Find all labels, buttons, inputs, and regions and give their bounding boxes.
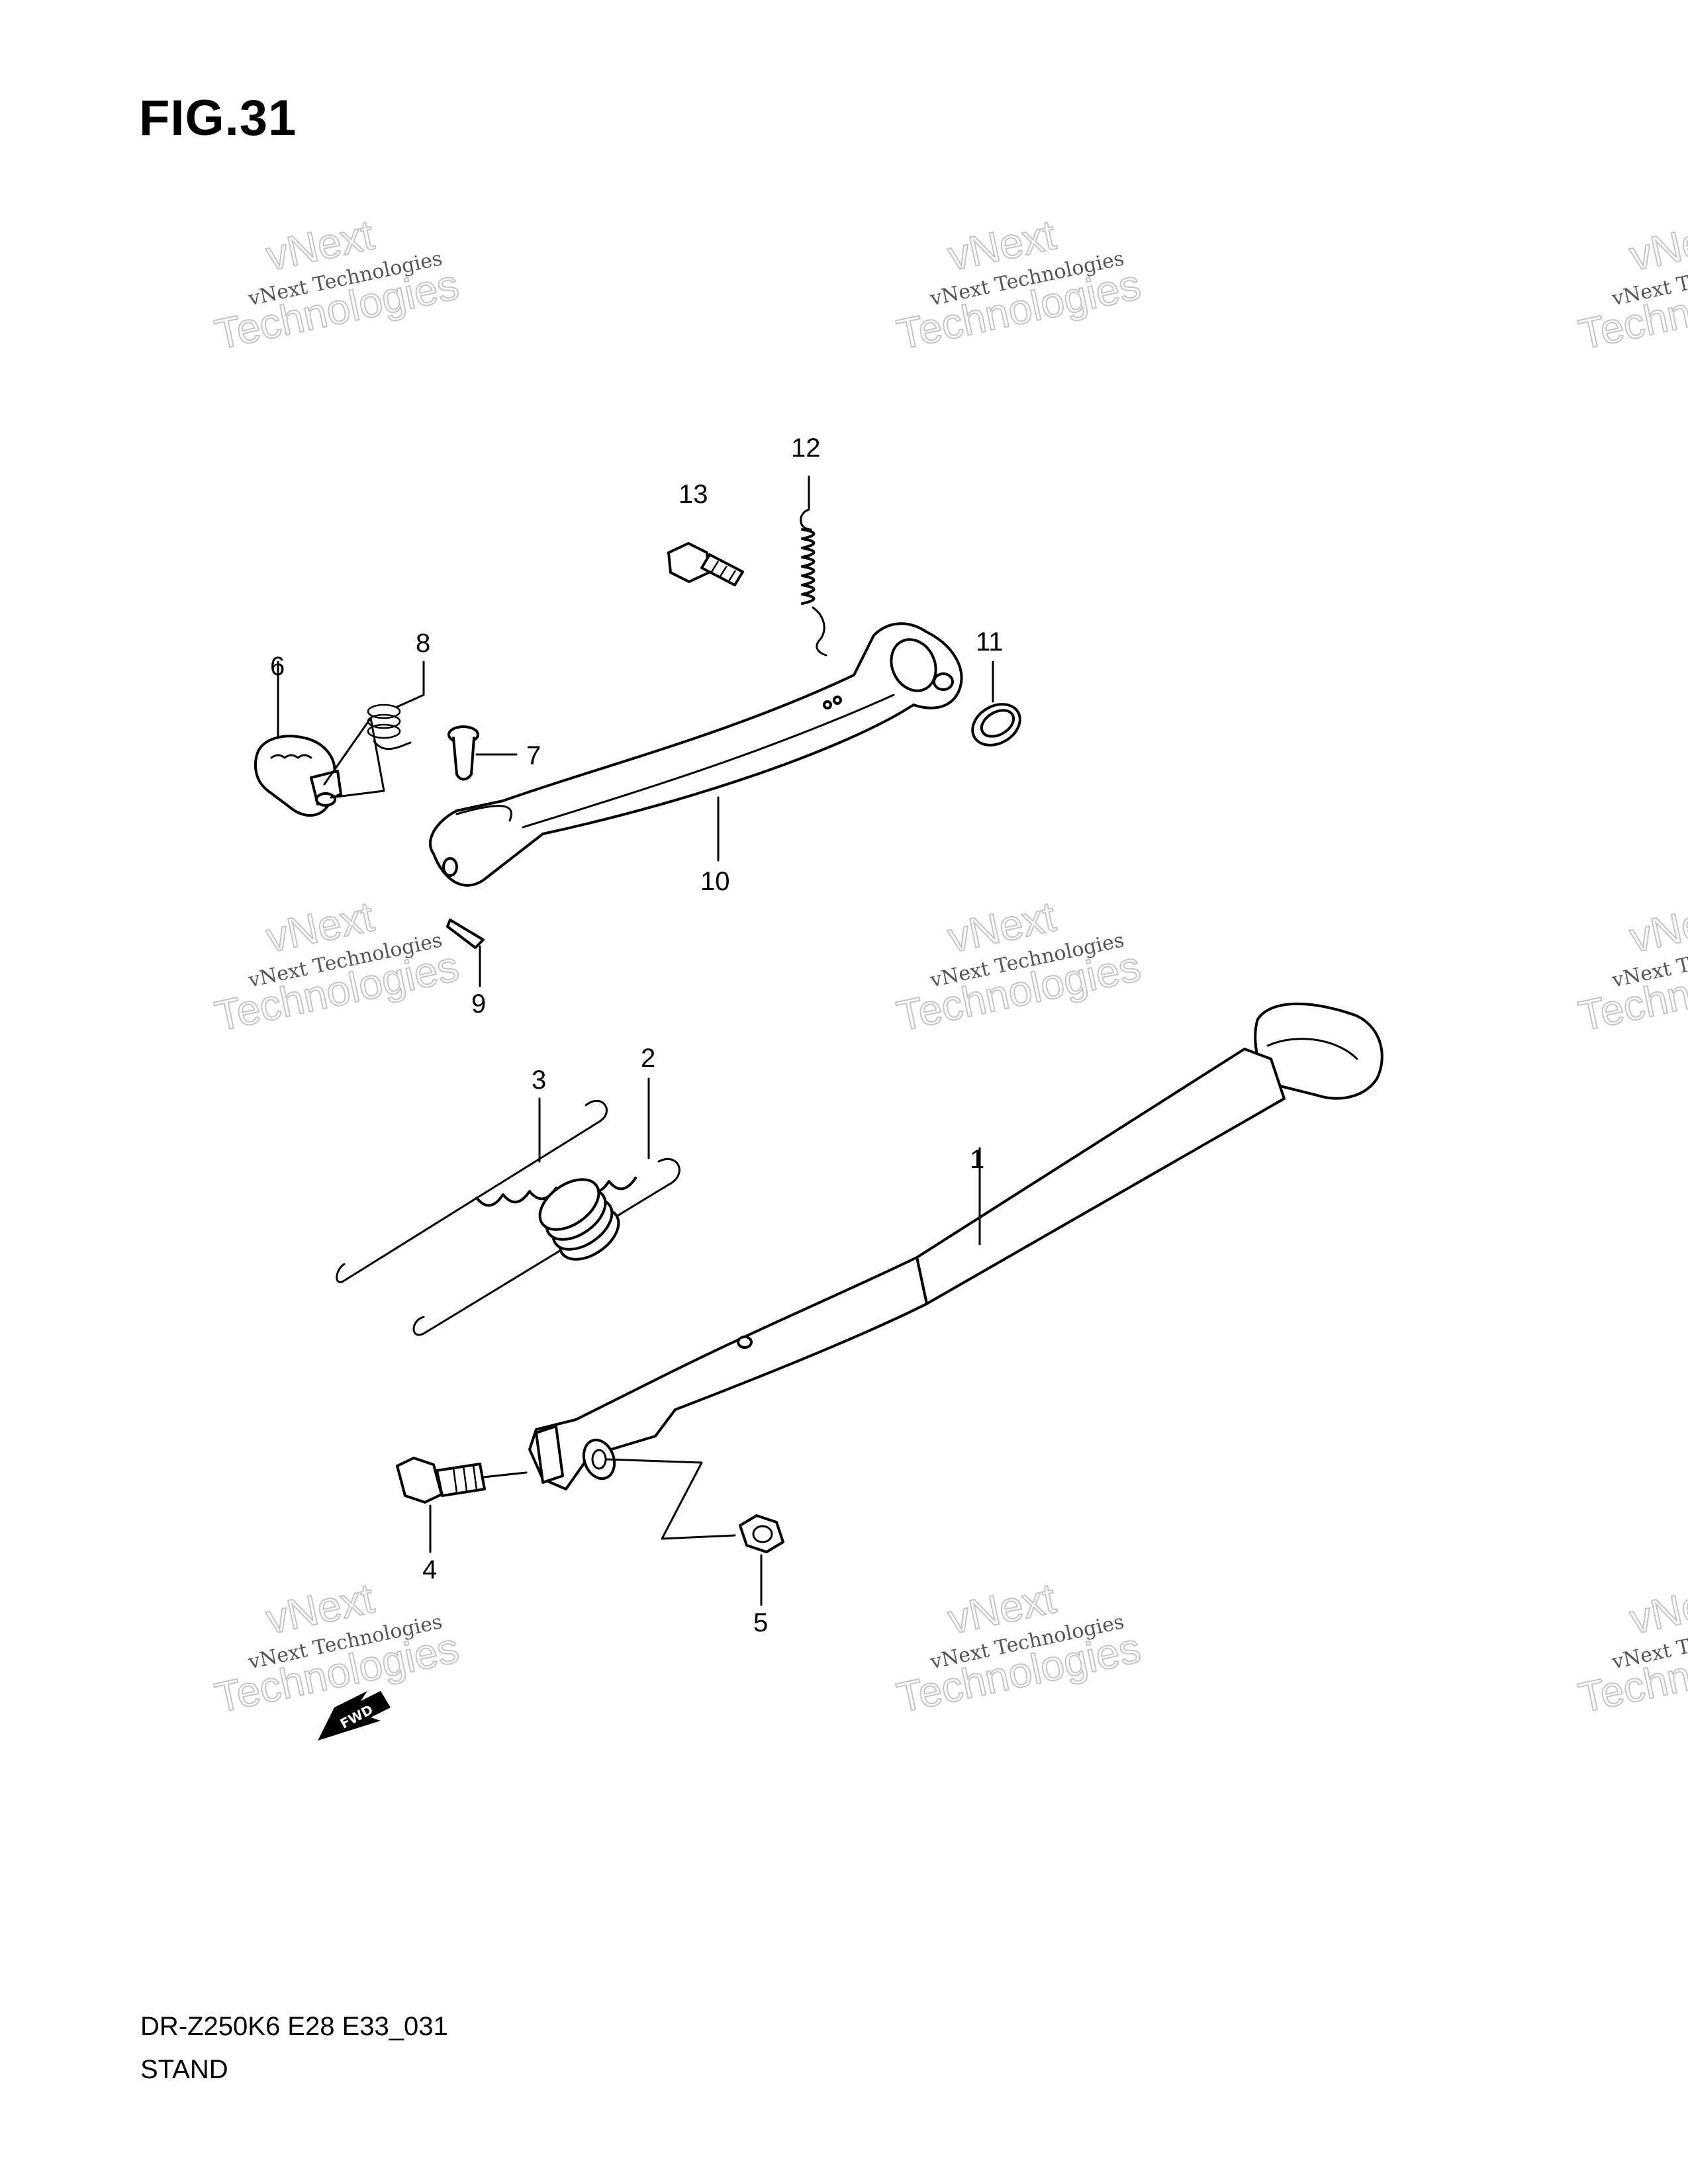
callout-12: 12	[791, 433, 821, 463]
callout-8: 8	[416, 629, 430, 658]
leader-6-8	[323, 717, 385, 799]
callout-9: 9	[471, 989, 486, 1019]
callout-3: 3	[532, 1066, 546, 1095]
callout-10: 10	[700, 867, 730, 896]
part-10-bracket[interactable]	[429, 622, 963, 887]
callout-2: 2	[641, 1044, 655, 1073]
part-1-side-stand[interactable]	[528, 1002, 1383, 1490]
part-12-spring[interactable]	[800, 475, 827, 657]
part-8-spring[interactable]	[367, 660, 425, 751]
watermark-big-top: vNext	[1626, 892, 1688, 961]
model-code: DR-Z250K6 E28 E33_031	[140, 2012, 448, 2041]
callout-5: 5	[753, 1608, 768, 1637]
watermark-big-top: vNext	[1626, 210, 1688, 279]
part-2-spring[interactable]	[412, 1077, 680, 1336]
watermark-big-top: vNext	[1626, 1574, 1688, 1643]
callout-6: 6	[270, 652, 285, 681]
part-11-washer[interactable]	[965, 660, 1027, 753]
part-7-pin[interactable]	[447, 725, 518, 781]
figure-title: FIG.31	[139, 90, 297, 146]
part-9-cotter-pin[interactable]	[446, 919, 485, 987]
callout-4: 4	[422, 1555, 437, 1584]
callout-1: 1	[970, 1145, 984, 1174]
callout-7: 7	[526, 741, 541, 770]
section-name: STAND	[140, 2055, 228, 2084]
callout-11: 11	[976, 627, 1004, 657]
callout-labels: 1 2 3 4 5 6 7 8 9 10 11 12 13	[270, 433, 1004, 1637]
part-6-switch[interactable]	[254, 660, 342, 817]
part-13-bolt[interactable]	[667, 542, 744, 586]
part-5-nut[interactable]	[604, 1458, 784, 1606]
part-4-bolt[interactable]	[396, 1457, 528, 1553]
callout-13: 13	[679, 480, 708, 509]
